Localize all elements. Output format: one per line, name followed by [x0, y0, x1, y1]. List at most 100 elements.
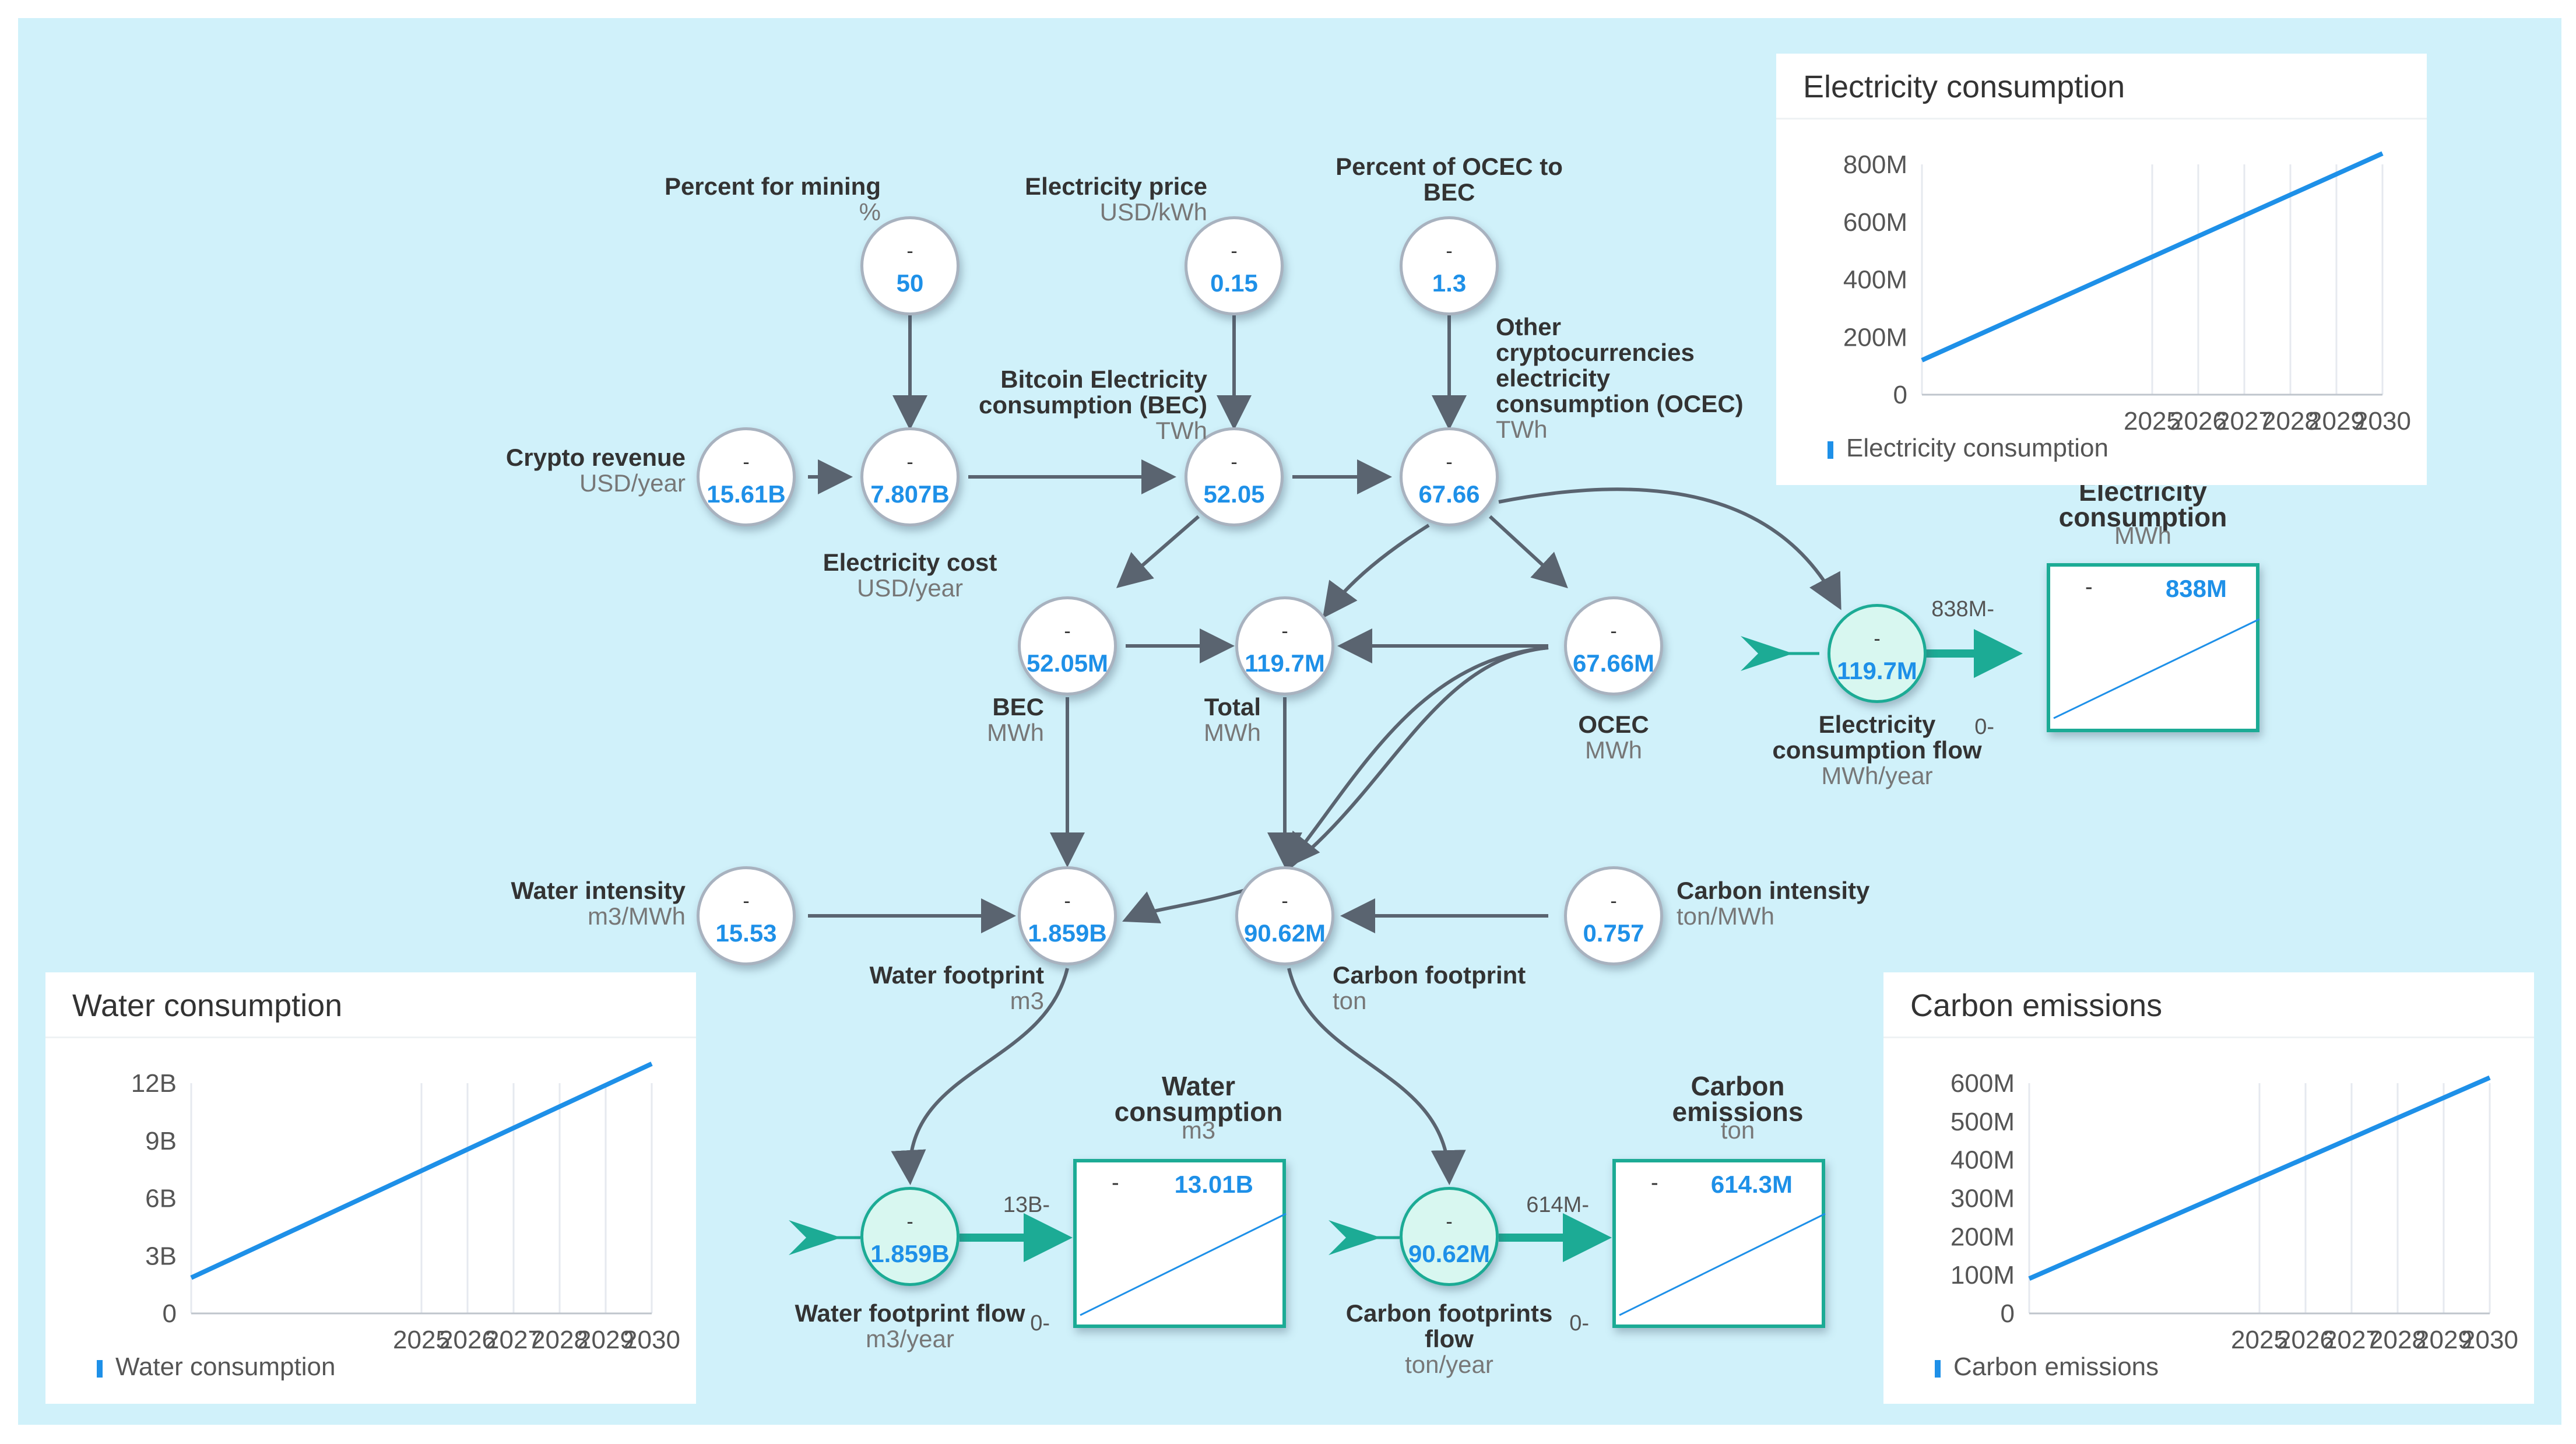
- y-tick-label: 200M: [1951, 1222, 2015, 1251]
- label-name: Electricity price: [1025, 173, 1207, 200]
- node-dash: -: [1446, 451, 1453, 473]
- x-tick-label: 2027: [485, 1326, 542, 1354]
- chart-title: Carbon emissions: [1910, 988, 2163, 1023]
- stock-dash: -: [2085, 575, 2093, 599]
- label-name: Percent of OCEC to: [1336, 153, 1563, 180]
- x-tick-label: 2025: [2124, 407, 2181, 435]
- x-tick-label: 2029: [2415, 1326, 2472, 1354]
- node-dash: -: [1610, 620, 1617, 642]
- series-line: [190, 1062, 653, 1280]
- link-ocec-to-elecflow: [1498, 487, 1841, 610]
- y-tick-label: 300M: [1951, 1185, 2015, 1213]
- node-percent-ocec[interactable]: - 1.3: [1400, 216, 1499, 315]
- label-stock-carbon: Carbon emissions ton: [1586, 1073, 1889, 1143]
- label-electricity-flow: Electricity consumption flow MWh/year: [1725, 712, 2029, 789]
- label-name: flow: [1425, 1325, 1474, 1352]
- node-carbon-footprint[interactable]: - 90.62M: [1235, 866, 1334, 965]
- node-value: 0.15: [1210, 269, 1258, 297]
- y-tick-label: 0: [163, 1299, 177, 1328]
- stock-electricity[interactable]: - 838M: [2047, 563, 2260, 732]
- chart-title: Water consumption: [72, 988, 343, 1023]
- stock-carbon[interactable]: - 614.3M: [1612, 1159, 1826, 1328]
- node-value: 52.05: [1203, 480, 1265, 508]
- label-ocec-mwh: OCEC MWh: [1462, 712, 1765, 763]
- node-water-flow[interactable]: - 1.859B: [860, 1187, 960, 1286]
- node-ocec-twh[interactable]: - 67.66: [1400, 427, 1499, 526]
- node-crypto-revenue[interactable]: - 15.61B: [697, 427, 796, 526]
- label-name: BEC: [992, 693, 1044, 721]
- panel-divider: [45, 1037, 696, 1038]
- node-water-footprint[interactable]: - 1.859B: [1018, 866, 1117, 965]
- node-value: 7.807B: [870, 480, 950, 508]
- node-dash: -: [1231, 240, 1238, 262]
- y-tick-label: 800M: [1843, 150, 1907, 179]
- chart-plot-area: 2025202620272028202920300200M400M600M800…: [1843, 150, 2411, 435]
- node-dash: -: [1610, 890, 1617, 912]
- node-electricity-cost[interactable]: - 7.807B: [860, 427, 960, 526]
- link-layer: [789, 315, 2023, 1262]
- stock-ymin-label: 0-: [1030, 1311, 1050, 1336]
- label-carbon-footprint: Carbon footprint ton: [1333, 962, 1636, 1014]
- node-carbon-flow[interactable]: - 90.62M: [1400, 1187, 1499, 1286]
- y-tick-label: 9B: [145, 1127, 177, 1155]
- label-ocec-twh: Other cryptocurrencies electricity consu…: [1496, 314, 1799, 442]
- label-name: BEC: [1423, 178, 1475, 206]
- node-ocec-mwh[interactable]: - 67.66M: [1564, 596, 1663, 695]
- x-tick-label: 2028: [2369, 1326, 2426, 1354]
- label-stock-electricity: Electricity consumption MWh: [1991, 478, 2294, 549]
- label-percent-ocec: Percent of OCEC to BEC: [1298, 154, 1601, 205]
- label-name: Water intensity: [511, 877, 686, 904]
- stock-water[interactable]: - 13.01B: [1073, 1159, 1287, 1328]
- label-unit: m3: [1010, 987, 1044, 1014]
- label-unit: %: [859, 198, 881, 226]
- node-electricity-price[interactable]: - 0.15: [1185, 216, 1284, 315]
- node-dash: -: [906, 451, 913, 473]
- node-value: 67.66: [1418, 480, 1480, 508]
- label-name: consumption (OCEC): [1496, 390, 1744, 417]
- stock-value: 838M: [2165, 575, 2227, 602]
- y-tick-label: 100M: [1951, 1261, 2015, 1290]
- node-dash: -: [906, 1211, 913, 1233]
- node-value: 15.53: [715, 919, 777, 947]
- y-tick-label: 6B: [145, 1185, 177, 1213]
- label-unit: MWh: [987, 719, 1044, 746]
- diagram-area: - 50 Percent for mining % - 0.15 Electri…: [18, 18, 2561, 1425]
- node-bec-mwh[interactable]: - 52.05M: [1018, 596, 1117, 695]
- x-tick-label: 2029: [2308, 407, 2365, 435]
- y-tick-label: 500M: [1951, 1108, 2015, 1136]
- label-crypto-revenue: Crypto revenue USD/year: [382, 445, 686, 496]
- x-tick-label: 2029: [577, 1326, 634, 1354]
- link-ocecmwh-to-carbon: [1284, 646, 1549, 869]
- label-unit: m3/MWh: [588, 902, 686, 930]
- x-tick-label: 2027: [2323, 1326, 2380, 1354]
- y-tick-label: 600M: [1951, 1069, 2015, 1098]
- label-carbon-intensity: Carbon intensity ton/MWh: [1677, 878, 1980, 929]
- y-tick-label: 0: [1893, 381, 1907, 409]
- label-carbon-flow: Carbon footprints flow ton/year: [1298, 1301, 1601, 1378]
- node-electricity-flow[interactable]: - 119.7M: [1828, 604, 1927, 703]
- label-name: Percent for mining: [664, 173, 881, 200]
- x-tick-label: 2025: [2231, 1326, 2288, 1354]
- legend-swatch: [1828, 441, 1833, 459]
- label-name: Carbon intensity: [1677, 877, 1870, 904]
- label-name: Water footprint: [869, 961, 1044, 989]
- y-tick-label: 400M: [1951, 1146, 2015, 1175]
- node-percent-for-mining[interactable]: - 50: [860, 216, 960, 315]
- label-name: consumption flow: [1772, 736, 1982, 764]
- label-unit: ton/year: [1405, 1351, 1493, 1378]
- node-dash: -: [1446, 1211, 1453, 1233]
- label-water-footprint: Water footprint m3: [741, 962, 1044, 1014]
- stock-ymax-label: 13B-: [1003, 1193, 1050, 1217]
- link-carbon-to-carbonflow: [1287, 968, 1466, 1185]
- label-unit: TWh: [1155, 417, 1207, 444]
- chart-plot-area: 2025202620272028202920300100M200M300M400…: [1951, 1069, 2518, 1354]
- node-water-intensity[interactable]: - 15.53: [697, 866, 796, 965]
- label-name: Electricity: [1818, 711, 1936, 738]
- chart-legend: Carbon emissions: [1935, 1352, 2159, 1382]
- y-tick-label: 600M: [1843, 208, 1907, 237]
- node-total[interactable]: - 119.7M: [1235, 596, 1334, 695]
- node-dash: -: [1064, 620, 1071, 642]
- node-carbon-intensity[interactable]: - 0.757: [1564, 866, 1663, 965]
- node-bec-twh[interactable]: - 52.05: [1185, 427, 1284, 526]
